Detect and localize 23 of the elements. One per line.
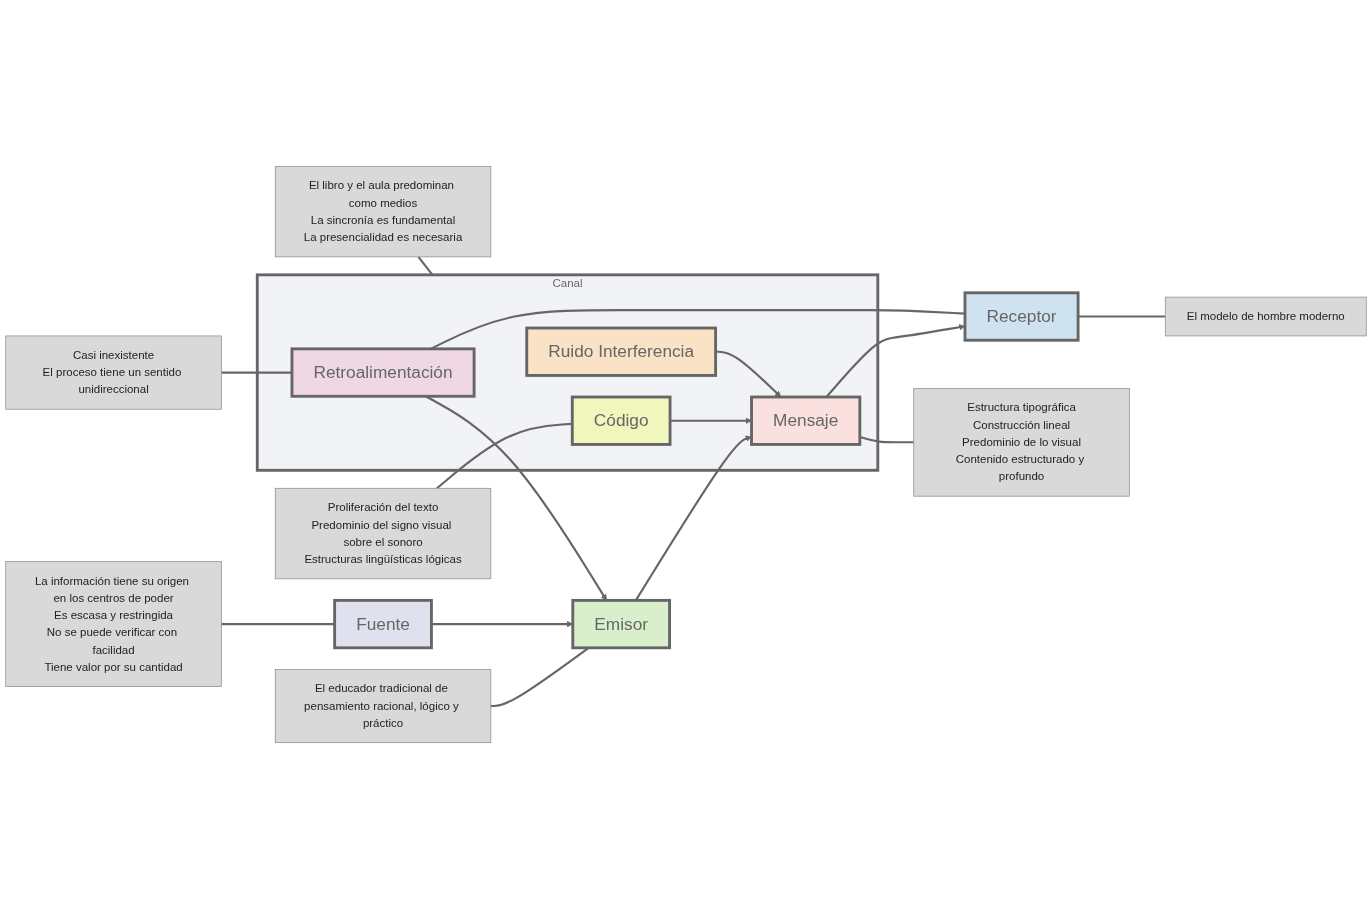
node-box: El modelo de hombre moderno [1164, 296, 1367, 337]
connector [436, 422, 573, 490]
arrow [670, 417, 752, 424]
node-box: Estructura tipográfica Construcción lineal Predominio de lo visual Contenido estructurado y profundo [913, 388, 1130, 497]
node-box: Mensaje [750, 395, 862, 446]
node-box: Proliferación del texto Predominio del signo visual sobre el sonoro Estructuras lingüísticas lógicas [274, 487, 492, 580]
connector [221, 623, 335, 626]
node-box: Código [570, 395, 672, 446]
arrow [715, 350, 782, 398]
connector [1078, 315, 1166, 318]
node-box: La información tiene su origen en los centros de poder Es escasa y restringida No se puede verificar con facilidad Tiene valor por su cantidad [5, 561, 222, 687]
node-box: Retroalimentación [290, 347, 476, 398]
node-box: El libro y el aula predominan como medios La sincronía es fundamental La presencialidad es necesaria [274, 165, 492, 258]
connector [859, 435, 914, 444]
arrow [634, 435, 752, 601]
node-box: El educador tradicional de pensamiento racional, lógico y práctico [274, 669, 492, 744]
node-box: Receptor [963, 291, 1080, 342]
node-box: Fuente [333, 598, 433, 650]
node-box: Ruido Interferencia [525, 326, 718, 377]
connector [417, 256, 434, 276]
node-box: Emisor [571, 598, 671, 650]
connector [221, 371, 292, 374]
node-box: Casi inexistente El proceso tiene un sentido unidireccional [5, 335, 222, 410]
